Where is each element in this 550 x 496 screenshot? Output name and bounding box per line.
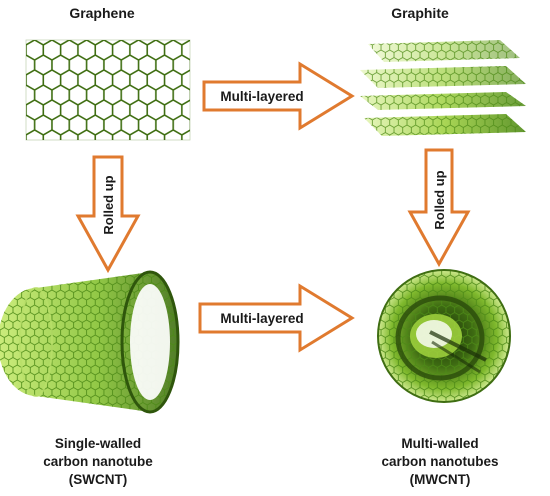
mwcnt-caption: Multi-walled carbon nanotubes (MWCNT) (381, 436, 498, 487)
graphite-title: Graphite (391, 5, 449, 21)
multi-layered-arrow-bottom: Multi-layered (198, 283, 355, 353)
multi-layered-label-top: Multi-layered (220, 89, 303, 104)
graphite-stack (360, 40, 526, 136)
swcnt-caption-line3: (SWCNT) (69, 472, 127, 487)
rolled-up-arrow-left: Rolled up (75, 155, 141, 274)
rolled-up-label-right: Rolled up (432, 170, 447, 229)
mwcnt-caption-line3: (MWCNT) (410, 472, 471, 487)
graphene-title: Graphene (69, 5, 135, 21)
mwcnt-caption-line2: carbon nanotubes (381, 454, 498, 469)
swcnt-caption: Single-walled carbon nanotube (SWCNT) (43, 436, 153, 487)
swcnt-tube (0, 270, 180, 414)
swcnt-caption-line2: carbon nanotube (43, 454, 153, 469)
multi-layered-label-bottom: Multi-layered (220, 311, 303, 326)
multi-layered-arrow-top: Multi-layered (202, 61, 355, 131)
graphene-lattice (25, 39, 191, 141)
swcnt-caption-line1: Single-walled (55, 436, 141, 451)
mwcnt-caption-line1: Multi-walled (401, 436, 478, 451)
rolled-up-arrow-right: Rolled up (407, 148, 471, 268)
mwcnt-tubes (377, 269, 511, 403)
rolled-up-label-left: Rolled up (101, 175, 116, 234)
